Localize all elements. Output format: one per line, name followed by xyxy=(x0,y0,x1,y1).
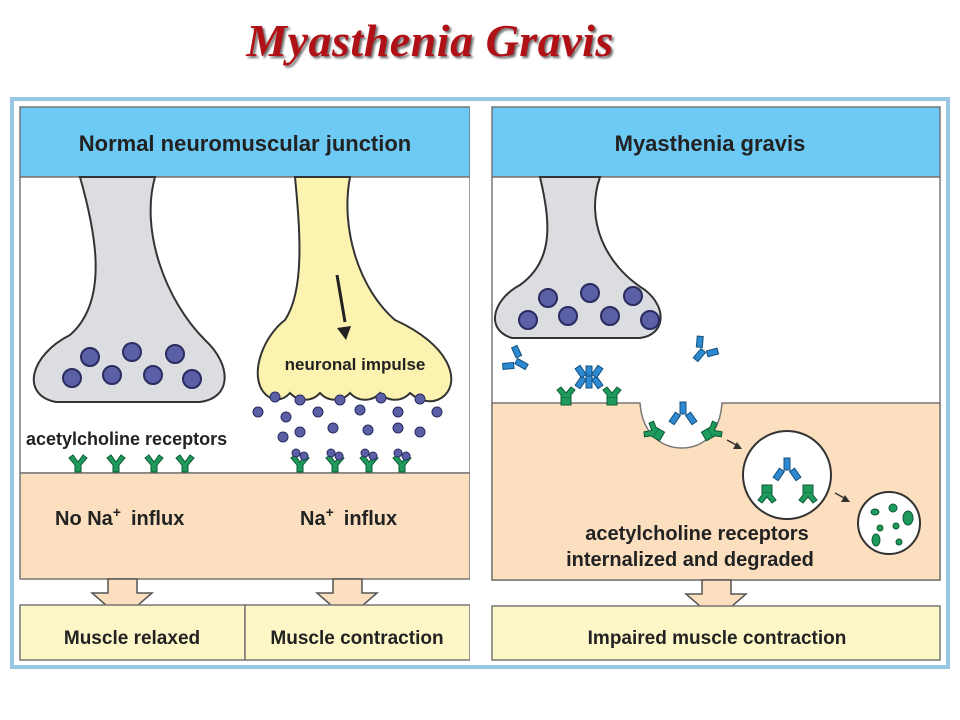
normal-muscle xyxy=(19,472,471,580)
mg-caption-line2: internalized and degraded xyxy=(566,549,814,571)
mg-header: Myasthenia gravis xyxy=(615,131,806,156)
impulse-label: neuronal impulse xyxy=(285,355,426,374)
impulse-arrow-icon xyxy=(337,326,351,340)
normal-header-bg xyxy=(19,106,471,178)
receptor-label: acetylcholine receptors xyxy=(26,429,227,449)
muscle-relaxed-label: Muscle relaxed xyxy=(64,628,200,649)
mg-header-bg xyxy=(491,106,941,178)
no-influx-label: No Na+influx xyxy=(55,504,184,530)
mg-muscle xyxy=(491,402,941,581)
vesicles-mg xyxy=(518,283,660,330)
bound-receptors xyxy=(290,448,412,473)
mg-neuron xyxy=(494,176,662,339)
vesicles-resting xyxy=(62,342,202,389)
page-title: Myasthenia Gravis xyxy=(246,15,614,66)
influx-label: Na+influx xyxy=(300,504,397,530)
normal-header: Normal neuromuscular junction xyxy=(79,131,412,156)
arrow-icon xyxy=(841,495,850,502)
endosome xyxy=(742,430,832,520)
firing-neuron xyxy=(256,176,453,403)
muscle-contraction-label: Muscle contraction xyxy=(270,628,443,649)
acetylcholine-molecules xyxy=(252,391,443,443)
impaired-contraction-label: Impaired muscle contraction xyxy=(588,628,847,649)
mg-caption-line1: acetylcholine receptors xyxy=(585,523,808,545)
normal-panel: Normal neuromuscular junction neuronal i… xyxy=(19,106,471,661)
myasthenia-panel: Myasthenia gravis xyxy=(491,106,941,661)
degraded-fragments xyxy=(870,503,914,547)
arrow-icon xyxy=(733,442,742,449)
